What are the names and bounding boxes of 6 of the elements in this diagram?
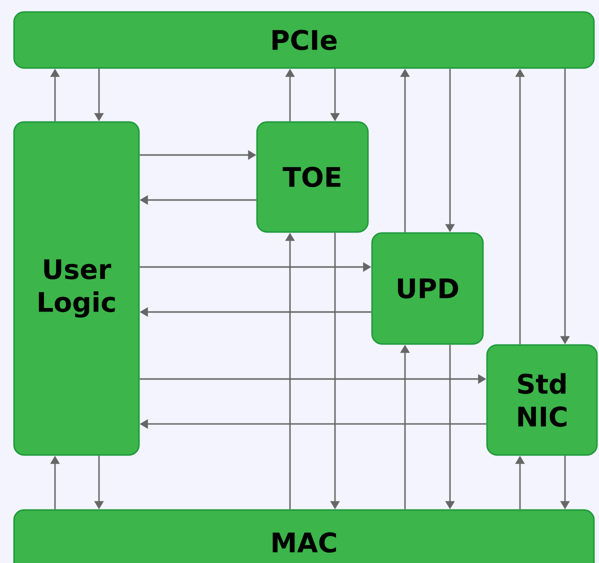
block-box: TOE <box>256 121 369 233</box>
bus-bar: PCIe <box>13 11 595 69</box>
bus-bar: MAC <box>13 509 595 563</box>
block-box: User Logic <box>13 121 140 456</box>
block-box: UPD <box>371 232 484 345</box>
block-box: Std NIC <box>486 344 598 456</box>
